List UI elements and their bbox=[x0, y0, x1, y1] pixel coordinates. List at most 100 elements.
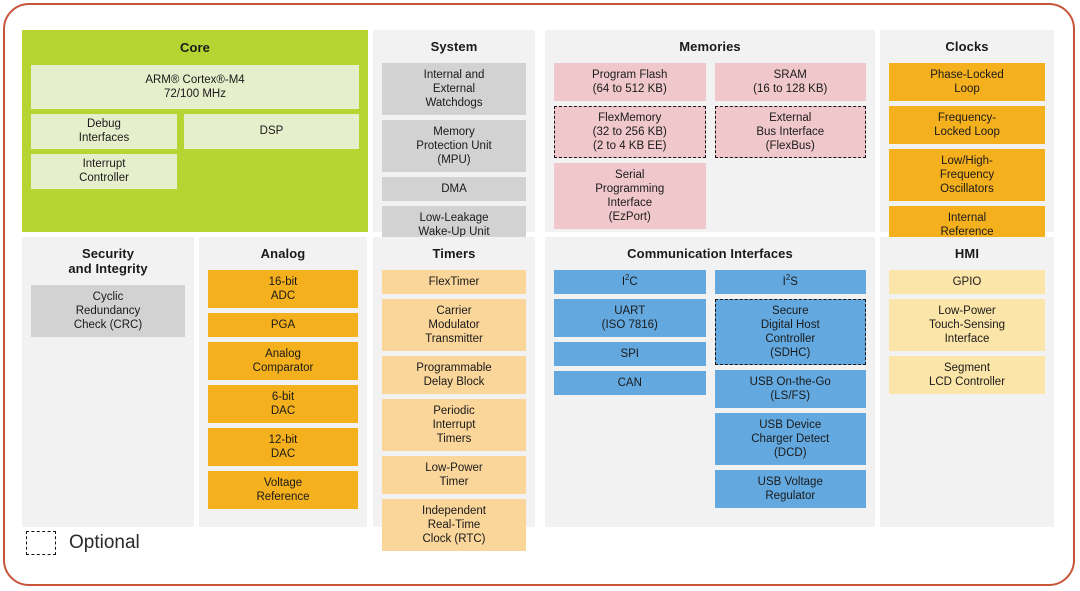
block-label-line: (32 to 256 KB) bbox=[592, 125, 667, 138]
block[interactable]: Program Flash(64 to 512 KB) bbox=[554, 62, 706, 101]
block-label-line: Interfaces bbox=[78, 132, 130, 145]
block[interactable]: CAN bbox=[554, 371, 706, 396]
block[interactable]: Frequency-Locked Loop bbox=[889, 105, 1045, 144]
block-label-line: (LS/FS) bbox=[770, 390, 811, 403]
block[interactable]: UART(ISO 7816) bbox=[554, 298, 706, 337]
panel-communication-interfaces: Communication Interfaces I2C UART(ISO 781… bbox=[545, 237, 875, 527]
block-label-line: Comparator bbox=[252, 362, 314, 374]
block-label-line: Bus Interface bbox=[756, 125, 825, 138]
block-label: Frequency-Locked Loop bbox=[934, 111, 1000, 139]
block-label: DMA bbox=[441, 182, 467, 196]
block[interactable]: SPI bbox=[554, 341, 706, 366]
block-label-line: (16 to 128 KB) bbox=[753, 82, 828, 95]
block-label-line: Low/High- bbox=[941, 155, 993, 167]
block-label-line: Serial bbox=[615, 169, 645, 182]
block-label-line: 72/100 MHz bbox=[163, 87, 226, 100]
block-label: Program Flash(64 to 512 KB) bbox=[592, 68, 667, 96]
block[interactable]: GPIO bbox=[889, 269, 1045, 294]
panel-timers-title: Timers bbox=[432, 246, 476, 261]
block-label-line: DSP bbox=[259, 125, 284, 138]
block[interactable]: SRAM(16 to 128 KB) bbox=[714, 62, 866, 101]
block-label-line: USB Device bbox=[759, 419, 822, 432]
block-label-line: Periodic bbox=[433, 405, 475, 418]
block-label-line: USB Voltage bbox=[757, 476, 823, 489]
block[interactable]: I2C bbox=[554, 269, 706, 294]
panel-security-title-line-1: Security bbox=[81, 246, 135, 261]
block-label-line: Memory bbox=[433, 125, 475, 138]
block[interactable]: DSP bbox=[184, 113, 359, 149]
block-label-line: Voltage bbox=[263, 477, 303, 490]
block-label-line: Program Flash bbox=[592, 68, 668, 81]
block-label-line: (EzPort) bbox=[608, 211, 651, 224]
block-label-line: Charger Detect bbox=[751, 433, 830, 446]
block-label-line: Interrupt bbox=[82, 158, 126, 171]
block-label-line: PGA bbox=[270, 318, 296, 331]
block[interactable]: USB On-the-Go(LS/FS) bbox=[714, 370, 866, 409]
block-label-line: Analog bbox=[265, 347, 301, 360]
block-label-line: External bbox=[769, 111, 812, 124]
block[interactable]: FlexMemory(32 to 256 KB)(2 to 4 KB EE) bbox=[554, 105, 706, 159]
panel-core-right-column: DSP bbox=[184, 113, 359, 194]
block-label: CAN bbox=[618, 376, 642, 390]
block-label-line: Wake-Up Unit bbox=[418, 226, 490, 239]
block-label-line: Reference bbox=[940, 226, 994, 239]
block-label-line: Reference bbox=[256, 491, 310, 504]
block-label-line: (MPU) bbox=[437, 154, 471, 167]
block-label-line: Programmable bbox=[416, 362, 492, 374]
panel-communication-title: Communication Interfaces bbox=[627, 246, 793, 261]
block-label-line: Cyclic bbox=[92, 290, 124, 303]
block-label-line: Controller bbox=[765, 332, 816, 345]
block[interactable]: I2S bbox=[714, 269, 866, 294]
block[interactable]: FlexTimer bbox=[382, 269, 526, 294]
block-label-line: CAN bbox=[617, 377, 642, 389]
block-label-line: (DCD) bbox=[773, 447, 807, 460]
block[interactable]: DMA bbox=[382, 177, 526, 202]
block-label-line: DAC bbox=[270, 448, 296, 461]
block-label-line: (2 to 4 KB EE) bbox=[592, 140, 667, 152]
block-label-line: Transmitter bbox=[425, 332, 483, 345]
block-label-line: Controller bbox=[79, 172, 129, 185]
block-label-line: Locked Loop bbox=[934, 125, 1000, 138]
block[interactable]: PGA bbox=[208, 312, 358, 337]
